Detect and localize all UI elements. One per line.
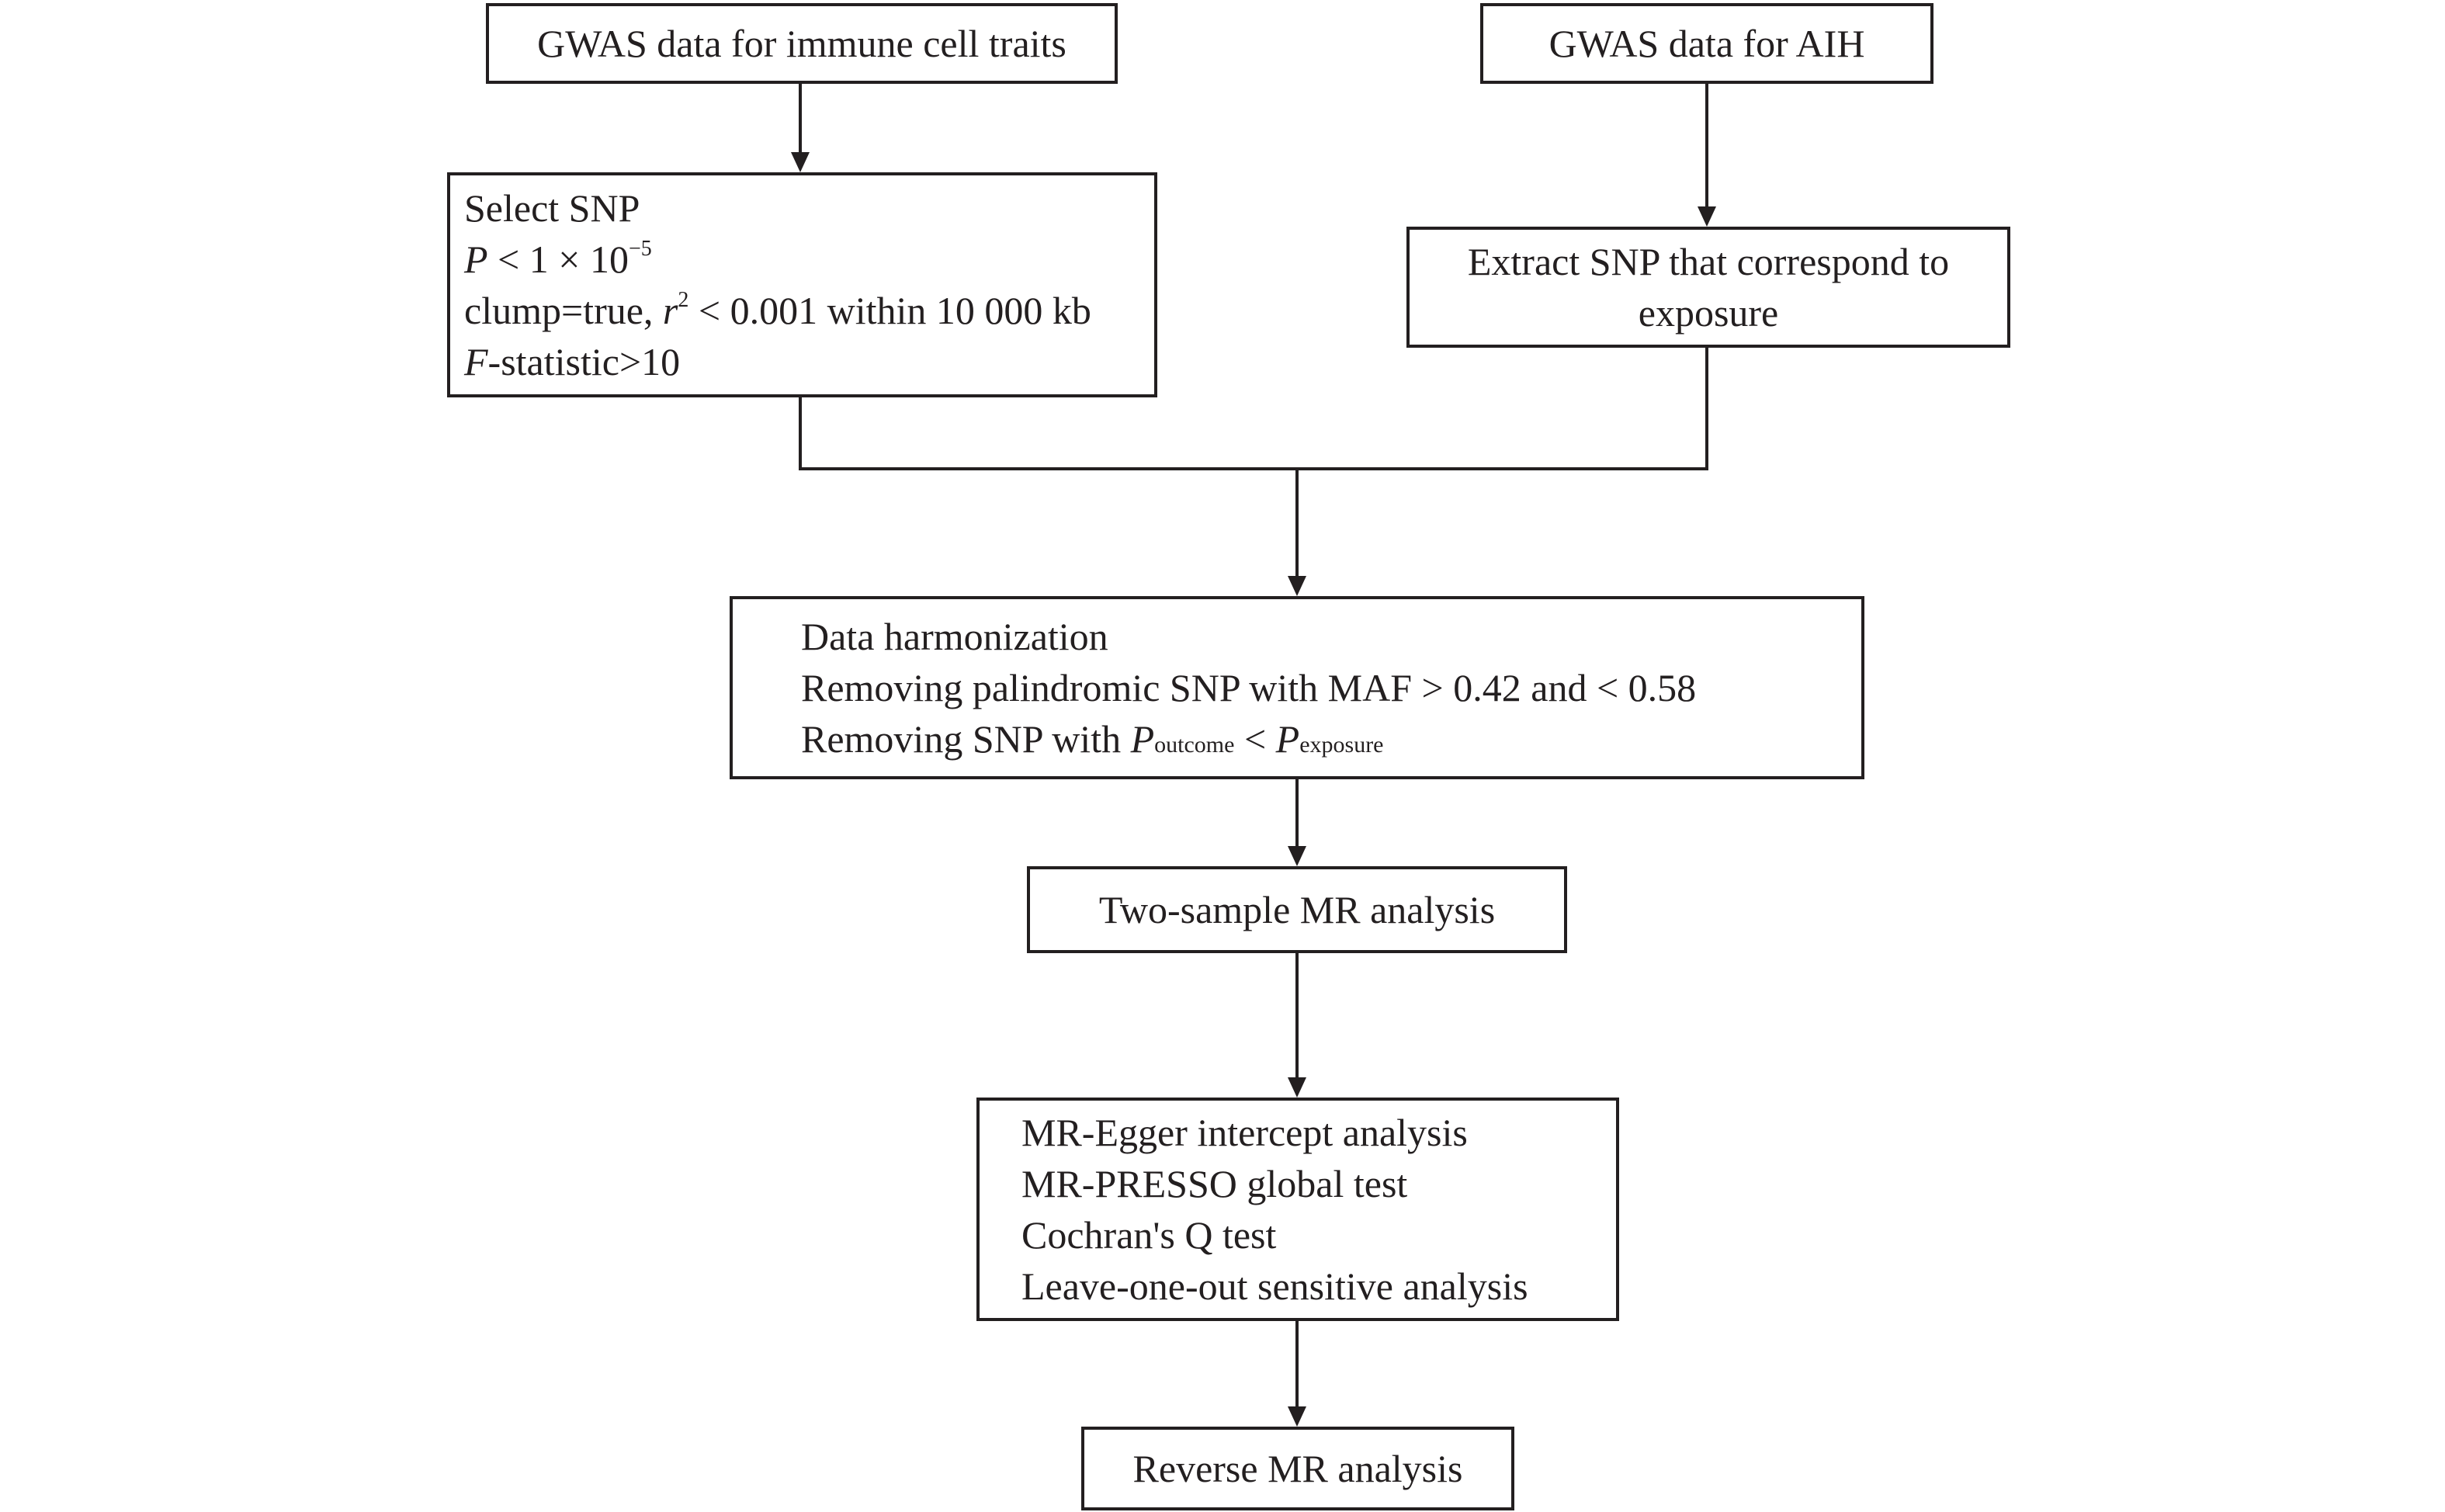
sensitivity-line4: Leave-one-out sensitive analysis: [1021, 1264, 1528, 1308]
sensitivity-box: MR-Egger intercept analysis MR-PRESSO gl…: [976, 1098, 1619, 1321]
harmonization-line3: Removing SNP with Poutcome < Pexposure: [801, 713, 1384, 765]
arrowhead-sensitivity: [1288, 1077, 1306, 1098]
two-sample-label: Two-sample MR analysis: [1098, 888, 1496, 931]
arrowhead-reverse: [1288, 1406, 1306, 1427]
r-exponent: 2: [678, 288, 689, 312]
harmonization-box: Data harmonization Removing palindromic …: [730, 596, 1864, 779]
harmonization-line1: Data harmonization: [801, 615, 1108, 658]
f-statistic-text: -statistic>10: [487, 340, 681, 383]
p-symbol: P: [464, 238, 488, 281]
extract-snp-line2: exposure: [1638, 291, 1779, 335]
f-symbol: F: [464, 340, 488, 383]
arrowhead-extract-snp: [1698, 206, 1716, 227]
extract-snp-box: Extract SNP that correspond to exposure: [1406, 227, 2010, 348]
p-threshold: P < 1 × 10−5: [464, 234, 652, 285]
r-symbol: r: [662, 289, 678, 332]
p-exposure-symbol: P: [1275, 717, 1300, 761]
gwas-aih-label: GWAS data for AIH: [1548, 22, 1865, 65]
select-snp-title: Select SNP: [464, 186, 640, 230]
less-than: <: [1234, 717, 1276, 761]
two-sample-box: Two-sample MR analysis: [1027, 866, 1567, 953]
arrowhead-harmonization: [1288, 576, 1306, 596]
p-threshold-exponent: −5: [628, 237, 652, 261]
sensitivity-line3: Cochran's Q test: [1021, 1213, 1277, 1257]
arrowhead-two-sample: [1288, 846, 1306, 866]
sensitivity-line1: MR-Egger intercept analysis: [1021, 1111, 1468, 1154]
outcome-subscript: outcome: [1154, 732, 1235, 758]
gwas-immune-box: GWAS data for immune cell traits: [486, 3, 1118, 84]
gwas-aih-box: GWAS data for AIH: [1480, 3, 1933, 84]
extract-snp-line1: Extract SNP that correspond to: [1467, 240, 1950, 283]
clump-rest: < 0.001 within 10 000 kb: [688, 289, 1091, 332]
clump-prefix: clump=true,: [464, 289, 663, 332]
reverse-box: Reverse MR analysis: [1081, 1427, 1514, 1510]
clump-criteria: clump=true, r2 < 0.001 within 10 000 kb: [464, 285, 1091, 336]
f-statistic: F-statistic>10: [464, 336, 680, 387]
select-snp-box: Select SNP P < 1 × 10−5 clump=true, r2 <…: [447, 172, 1157, 397]
p-outcome-symbol: P: [1130, 717, 1155, 761]
exposure-subscript: exposure: [1299, 732, 1384, 758]
harmonization-line2: Removing palindromic SNP with MAF > 0.42…: [801, 666, 1697, 709]
reverse-label: Reverse MR analysis: [1132, 1447, 1463, 1490]
harmonization-line3-prefix: Removing SNP with: [801, 717, 1131, 761]
sensitivity-line2: MR-PRESSO global test: [1021, 1162, 1408, 1205]
gwas-immune-label: GWAS data for immune cell traits: [537, 22, 1066, 65]
arrowhead-select-snp: [791, 152, 810, 172]
p-threshold-text: < 1 × 10: [487, 238, 629, 281]
merge-line-left: [799, 346, 1708, 470]
